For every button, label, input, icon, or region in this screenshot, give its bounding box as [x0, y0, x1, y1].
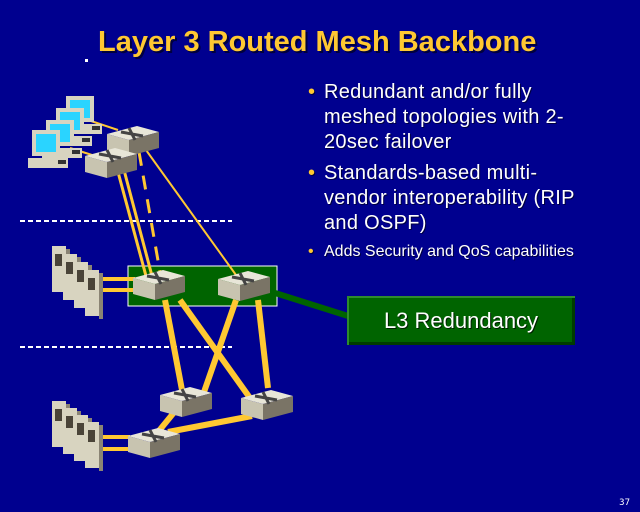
link-core1-dist1	[162, 299, 185, 391]
l3-redundancy-callout: L3 Redundancy	[347, 296, 575, 345]
page-number: 37	[619, 498, 630, 508]
link-dist2-dist3	[167, 413, 253, 435]
bullet-text: Standards-based multi-vendor interoperab…	[324, 162, 575, 234]
link-core1-dist2	[177, 298, 253, 400]
bullet-list: • Redundant and/or fully meshed topologi…	[308, 80, 598, 261]
server-icon	[85, 422, 103, 471]
link-access-core-dashed	[137, 151, 162, 273]
bullet-icon: •	[308, 243, 314, 260]
switch-icon-dist-3	[126, 426, 182, 460]
switch-icon-dist-1	[158, 385, 214, 419]
link-access-core-thin	[145, 149, 237, 276]
bullet-text: Redundant and/or fully meshed topologies…	[324, 81, 564, 153]
bullet-item: • Standards-based multi-vendor interoper…	[308, 161, 598, 236]
server-group-top	[52, 246, 103, 319]
title-marker	[85, 59, 88, 62]
server-icon	[85, 270, 103, 319]
callout-connector	[271, 289, 349, 319]
bullet-item: • Redundant and/or fully meshed topologi…	[308, 80, 598, 155]
link-core2-dist2	[255, 299, 271, 389]
bullet-item: • Adds Security and QoS capabilities	[308, 242, 598, 261]
link-core2-dist1	[201, 299, 239, 393]
switch-icon-access-2	[83, 146, 139, 180]
bullet-text: Adds Security and QoS capabilities	[324, 243, 574, 260]
links	[69, 119, 271, 451]
link-access-core-double-b	[122, 169, 154, 277]
server-group-bottom	[52, 401, 103, 471]
bullet-icon: •	[308, 162, 316, 184]
bullet-icon: •	[308, 81, 316, 103]
slide-title: Layer 3 Routed Mesh Backbone	[98, 26, 537, 58]
link-access-core-double-a	[116, 171, 148, 277]
